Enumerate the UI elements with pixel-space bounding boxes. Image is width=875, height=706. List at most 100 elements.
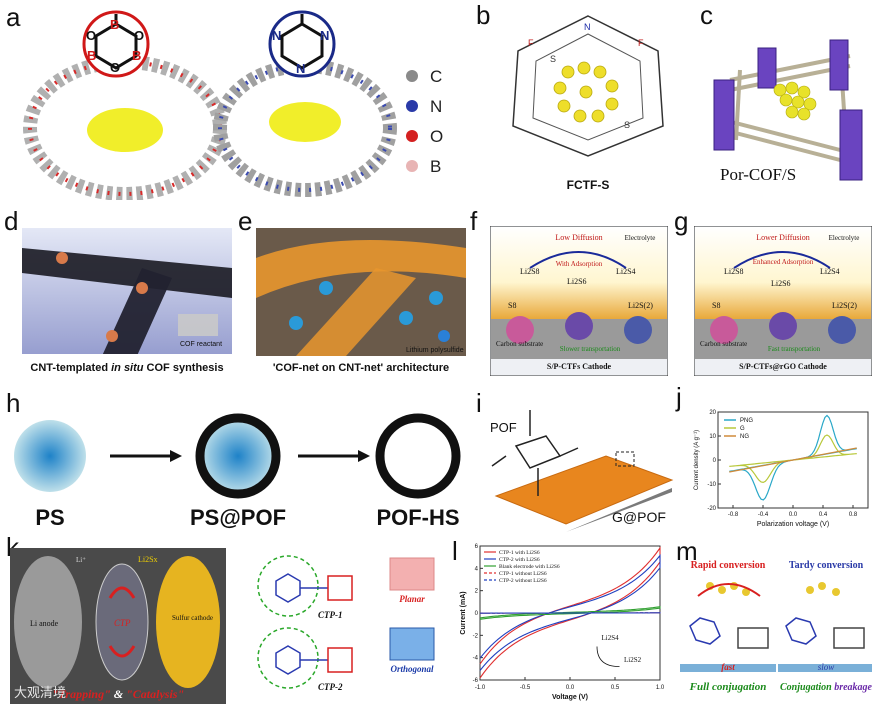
conversion-scheme: Rapid conversion Tardy conversion fast s… <box>680 560 872 693</box>
panel-e-caption: 'COF-net on CNT-net' architecture <box>273 362 449 374</box>
y-tick-label: 6 <box>475 544 479 550</box>
li-anode <box>14 556 82 688</box>
legend-dot-c <box>406 70 418 82</box>
legend-label: G <box>740 426 745 432</box>
y-tick-label: 20 <box>709 410 716 416</box>
x-tick-label: -0.5 <box>520 685 531 691</box>
legend-label: C <box>430 67 442 86</box>
panel-label-m: m <box>676 536 698 566</box>
y-tick-label: 0 <box>475 611 479 617</box>
panel-g-caption: S/P-CTFs@rGO Cathode <box>739 362 827 371</box>
substrate-label: Carbon substrate <box>700 340 747 348</box>
polysulfide-dots <box>706 582 840 596</box>
annotation-label: Li2S2 <box>624 656 642 664</box>
cof-pore-models: B O B O B O N N N C N O B <box>23 10 443 200</box>
panel-label-a: a <box>6 2 21 32</box>
stage-label: PS <box>35 505 64 530</box>
panel-label-j: j <box>676 382 682 412</box>
legend-label: Blank electrode with Li2S6 <box>499 564 560 570</box>
panel-e: Lithium polysulfide 'COF-net on CNT-net'… <box>256 228 466 378</box>
y-tick-label: 4 <box>475 566 479 572</box>
legend-label: N <box>430 97 442 116</box>
sulfur-cluster <box>773 81 817 121</box>
panel-m: Rapid conversion Tardy conversion fast s… <box>680 556 872 702</box>
x-tick-label: -0.4 <box>758 512 769 518</box>
conjugation-breakage-label: Conjugation breakage <box>780 682 872 693</box>
y-axis-label: Current (mA) <box>460 591 467 634</box>
panel-f-caption: S/P-CTFs Cathode <box>547 362 612 371</box>
x-tick-label: 0.5 <box>611 685 620 691</box>
legend-label: CTP-1 without Li2S6 <box>499 571 547 577</box>
y-tick-label: 2 <box>475 589 479 595</box>
atom-label: B <box>87 48 96 63</box>
separator <box>95 563 149 681</box>
annotation-arrow <box>596 646 620 667</box>
species-label: S8 <box>508 301 516 310</box>
ctp-molecules: CTP-1 CTP-2 Planar Orthogonal <box>257 555 435 692</box>
atom-label: O <box>110 60 120 75</box>
anode-label: Li anode <box>30 619 59 628</box>
x-tick-label: 0.4 <box>819 512 828 518</box>
species-label: Li2S6 <box>567 277 587 286</box>
series-line-g <box>729 434 857 484</box>
panel-b-caption: FCTF-S <box>567 178 610 192</box>
diffusion-label: Lower Diffusion <box>756 233 809 242</box>
x-tick-label: 0.0 <box>566 685 575 691</box>
legend-label: NG <box>740 434 749 440</box>
ps-pof-sphere <box>195 413 281 499</box>
boroxine-cof-model <box>23 10 227 200</box>
fctf-s-structure: F F N S S FCTF-S <box>512 15 664 192</box>
species-label: Li2S8 <box>724 267 744 276</box>
panel-label-f: f <box>470 206 478 236</box>
species-label: Li2S4 <box>820 267 840 276</box>
series-line <box>479 553 661 671</box>
y-tick-label: 10 <box>709 434 716 440</box>
species-label: S8 <box>712 301 720 310</box>
series-line-ng <box>729 447 857 473</box>
electrolyte-label: Electrolyte <box>829 234 860 242</box>
sulfur-cathode <box>156 556 220 688</box>
substrate-label: Carbon substrate <box>496 340 543 348</box>
legend-dot-o <box>406 130 418 142</box>
cathode-label: Sulfur cathode <box>172 614 213 622</box>
panel-c: Por-COF/S <box>700 20 872 190</box>
legend-label: PNG <box>740 418 753 424</box>
series-line-png <box>729 414 857 501</box>
trapping-catalysis-scheme: Li anode Sulfur cathode CTP Li⁺ Li2Sx "T… <box>10 548 226 704</box>
sp-ctfs-rgo-cathode-scheme: Lower Diffusion Electrolyte Enhanced Ads… <box>694 226 872 376</box>
legend-label: CTP-2 without Li2S6 <box>499 578 547 584</box>
panel-d: COF reactant CNT-templated in situ COF s… <box>22 228 232 378</box>
legend-dot-n <box>406 100 418 112</box>
atom-label: F <box>528 38 534 48</box>
trapping-catalysis-label: "Trapping" & "Catalysis" <box>52 687 184 701</box>
adsorption-label: With Adsorption <box>556 260 603 268</box>
panel-label-b: b <box>476 0 491 30</box>
atom-label: S <box>550 54 556 64</box>
panel-h: PS PS@POF POF-HS <box>10 410 470 530</box>
panel-d-caption: CNT-templated in situ COF synthesis <box>30 362 223 374</box>
stage-label: POF-HS <box>376 505 459 530</box>
panel-c-caption: Por-COF/S <box>720 165 796 184</box>
panel-label-d: d <box>4 206 19 236</box>
x-tick-label: 1.0 <box>656 685 665 691</box>
annotation-label: Li2S4 <box>602 634 620 642</box>
atom-legend: C N O B <box>406 67 443 176</box>
panel-label-h: h <box>6 388 21 418</box>
legend-label: CTP-2 with Li2S6 <box>499 557 540 563</box>
legend-label: B <box>430 157 441 176</box>
stage-label: PS@POF <box>190 505 286 530</box>
y-tick-label: -6 <box>473 678 479 684</box>
atom-label: B <box>132 48 141 63</box>
pof-sheet <box>494 455 674 525</box>
panel-g: Lower Diffusion Electrolyte Enhanced Ads… <box>694 226 872 376</box>
hollow-sphere-scheme: PS PS@POF POF-HS <box>14 413 461 530</box>
legend-label: O <box>430 127 443 146</box>
por-cof-s-model: Por-COF/S <box>713 39 863 184</box>
panel-f: Low Diffusion Electrolyte With Adsorptio… <box>490 226 668 376</box>
y-tick-label: 0 <box>713 458 717 464</box>
panel-b: F F N S S FCTF-S <box>488 6 688 198</box>
g-pof-label: G@POF <box>612 509 666 525</box>
